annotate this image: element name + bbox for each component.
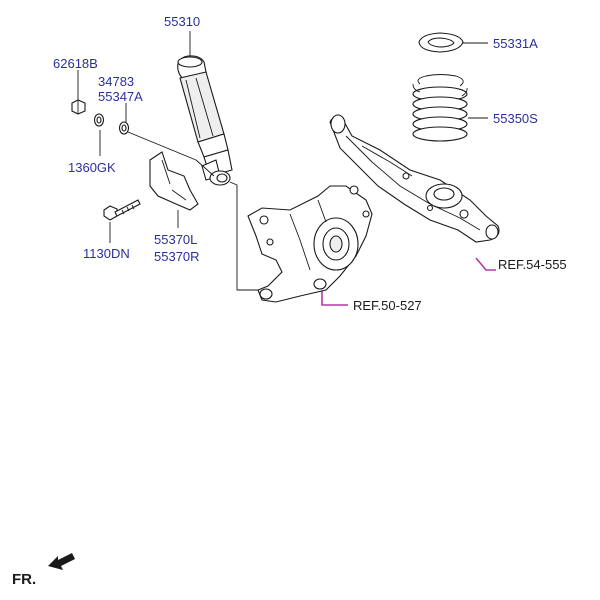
knuckle-ref-line bbox=[321, 285, 348, 306]
label-55310: 55310 bbox=[164, 14, 200, 29]
lower-arm-ref-line bbox=[475, 257, 496, 271]
washer-55347A bbox=[118, 121, 130, 135]
knuckle bbox=[247, 185, 373, 303]
coil-spring bbox=[412, 74, 468, 142]
label-55370R: 55370R bbox=[154, 249, 200, 264]
label-ref-50-527: REF.50-527 bbox=[353, 298, 422, 313]
nut-62618B bbox=[71, 99, 86, 115]
label-34783: 34783 bbox=[98, 74, 134, 89]
fr-arrow-icon bbox=[48, 553, 75, 570]
label-ref-54-555: REF.54-555 bbox=[498, 257, 567, 272]
reference-labels: REF.50-527 REF.54-555 bbox=[353, 257, 567, 313]
label-55370L: 55370L bbox=[154, 232, 197, 247]
reference-lines bbox=[321, 257, 496, 306]
direction-label: FR. bbox=[12, 571, 36, 588]
bolt-1130DN bbox=[103, 199, 141, 221]
label-1130DN: 1130DN bbox=[83, 246, 130, 261]
washer-34783 bbox=[93, 113, 105, 127]
label-55347A: 55347A bbox=[98, 89, 143, 104]
label-1360GK: 1360GK bbox=[68, 160, 116, 175]
lower-arm bbox=[329, 114, 500, 243]
bracket-55370 bbox=[149, 151, 199, 211]
label-55331A: 55331A bbox=[493, 36, 538, 51]
label-55350S: 55350S bbox=[493, 111, 538, 126]
spring-seat bbox=[418, 32, 464, 53]
shock-absorber bbox=[177, 55, 233, 186]
part-labels: 55310 55331A 55350S 62618B 34783 55347A … bbox=[53, 14, 538, 264]
label-62618B: 62618B bbox=[53, 56, 98, 71]
